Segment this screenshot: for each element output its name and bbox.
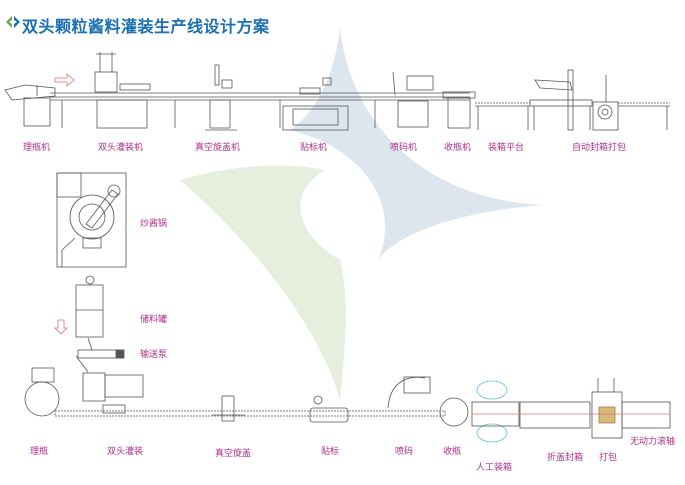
- main-conveyor: [50, 92, 470, 128]
- top-label-bottle-collector: 收瓶机: [444, 143, 472, 153]
- label-transfer-pump: 输送泵: [140, 350, 168, 360]
- top-label-double-head-filler: 双头灌装机: [98, 143, 144, 153]
- top-label-packing-platform: 装箱平台: [488, 143, 525, 153]
- bottom-unscrambler: [24, 367, 60, 417]
- watermark-blue-shape: [290, 28, 545, 260]
- bottom-label-vacuum-cap: 真空旋盖: [215, 449, 252, 459]
- bottle-unscrambler-machine: [4, 84, 56, 127]
- label-sauce-wok: 炒酱锅: [140, 219, 168, 229]
- page-title: 双头颗粒酱料灌装生产线设计方案: [22, 17, 270, 36]
- bottom-label-fold-seal: 折盖封箱: [547, 453, 584, 463]
- coder-machine: [392, 71, 434, 128]
- case-sealer-strapper: [529, 69, 670, 131]
- watermark-green-shape: [180, 165, 346, 400]
- bottom-conveyor: [54, 410, 446, 417]
- capper-machine: [205, 64, 237, 131]
- collector-machine: [442, 91, 476, 129]
- storage-tank: [75, 275, 104, 338]
- bottom-label-double-fill: 双头灌装: [107, 447, 144, 457]
- top-label-auto-seal-strap: 自动封箱打包: [572, 143, 627, 153]
- bottom-coder: [387, 376, 431, 409]
- bottom-capper: [212, 395, 245, 422]
- bottom-label-label: 贴标: [321, 447, 340, 457]
- top-label-coder: 喷码机: [390, 143, 418, 153]
- bottom-label-collect: 收瓶: [443, 447, 462, 457]
- top-label-bottle-unscrambler: 理瓶机: [23, 143, 51, 153]
- top-label-vacuum-capper: 真空旋盖机: [195, 143, 241, 153]
- sauce-wok: [56, 172, 127, 268]
- bottom-label-strap: 打包: [599, 453, 618, 463]
- bottom-collector: [439, 397, 469, 427]
- labeler-machine: [282, 77, 349, 131]
- top-label-labeler: 贴标机: [300, 143, 328, 153]
- transfer-pump: [75, 337, 125, 373]
- bottom-sealer-roller: [471, 378, 671, 439]
- filler-machine: [94, 52, 151, 129]
- bottom-label-roller: 无动力滚轴: [630, 437, 676, 447]
- packing-platform: [475, 102, 530, 130]
- bottom-label-unscramble: 理瓶: [30, 447, 49, 457]
- manual-packing: [476, 380, 508, 443]
- direction-arrow-top: [54, 73, 75, 87]
- label-storage-tank: 储料罐: [140, 315, 168, 325]
- bottom-label-code: 喷码: [395, 447, 414, 457]
- bottom-labeler: [309, 395, 349, 423]
- down-arrow-icon: [54, 319, 68, 335]
- logo-arrows-icon: [6, 16, 20, 28]
- bottom-label-manual-pack: 人工装箱: [476, 463, 513, 473]
- bottom-filler: [82, 372, 144, 414]
